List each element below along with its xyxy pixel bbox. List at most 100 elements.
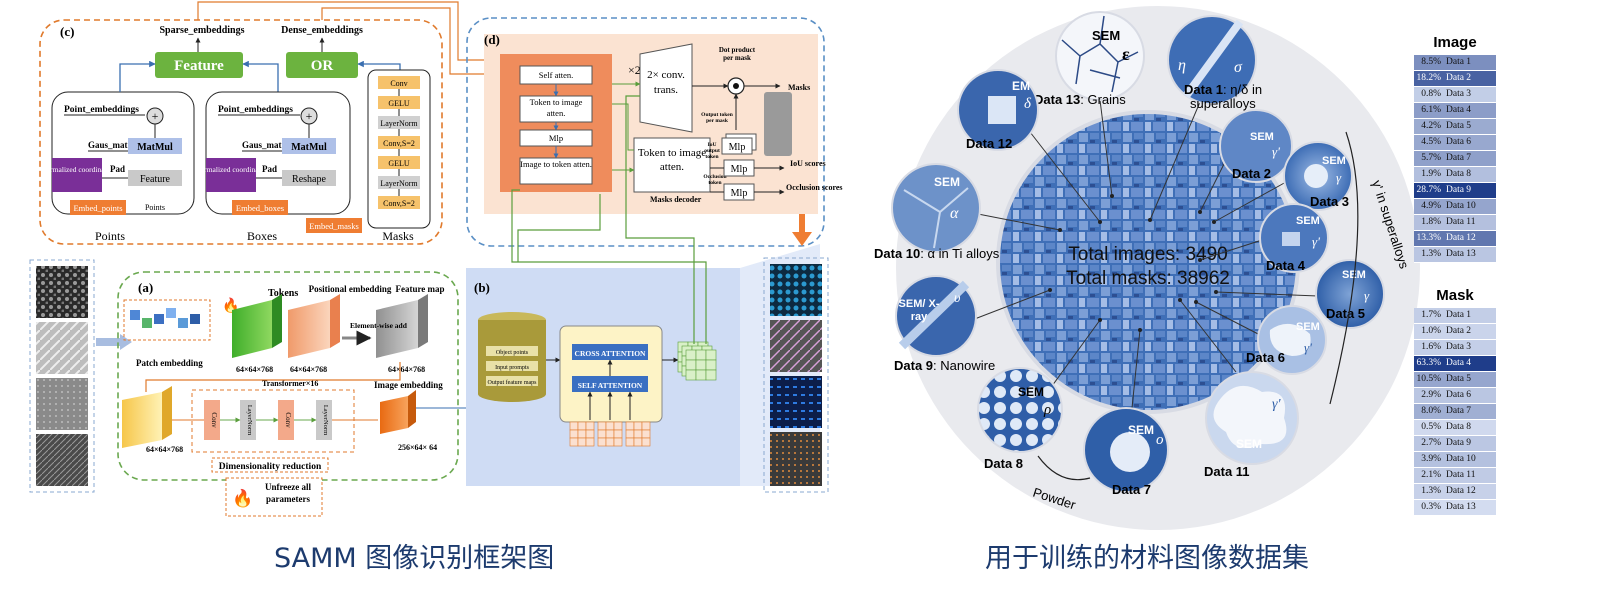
image-table-title: Image [1433,34,1477,51]
plus-symbol-2: + [306,109,313,123]
sparse-embeddings-label: Sparse_embeddings [159,25,244,36]
row-percent: 2.9% [1421,390,1441,400]
output-maps-label: Output feature maps [488,379,538,386]
image-table-row: 18.2%Data 2 [1414,71,1496,87]
points-small-label: Points [145,203,165,212]
embed-masks-box [306,218,362,233]
token-grid-0-cell [577,437,587,447]
image-table-row: 13.3%Data 12 [1414,231,1496,247]
row-label: Data 3 [1446,342,1472,352]
data11-sem-tag: SEM [1236,437,1262,451]
masks-output-label: Masks [788,83,810,92]
row-percent: 10.5% [1416,374,1441,384]
layernorm-block-2 [316,400,332,440]
gaus-mat-label-2: Gaus_mat [242,140,282,150]
data7-sem-tag: SEM [1128,423,1154,437]
row-label: Data 6 [1446,390,1472,400]
row-percent: 1.6% [1421,342,1441,352]
image-embedding-label: Image embedding [374,380,443,390]
image-table-row: 4.5%Data 6 [1414,135,1496,151]
data12-label: Data 12 [966,136,1012,151]
yellow-embedding-block [122,392,162,448]
input-image-4 [36,434,88,486]
image-table-row: 1.3%Data 13 [1414,247,1496,263]
data3-gamma-tag: γ [1336,170,1342,185]
output-image-strip [763,257,829,493]
token-grid-1-cell [597,421,607,431]
token-grid-2-cell [625,421,635,431]
positional-block [288,300,330,358]
mask-layer-4 [378,156,420,169]
mask-table-row: 3.9%Data 10 [1414,452,1496,468]
row-percent: 5.7% [1421,153,1441,163]
row-label: Data 11 [1446,470,1476,480]
data4-sem-tag: SEM [1296,215,1320,227]
connector-line [1179,299,1237,373]
data10-thumb [891,163,981,253]
image-table-row: 4.2%Data 5 [1414,119,1496,135]
data13-label: Data 13: Grains [1034,92,1126,107]
mask-table-row: 10.5%Data 5 [1414,372,1496,388]
feature-map-block [376,300,418,358]
token-grid-2-cell [641,429,651,439]
data9-label: Data 9: Nanowire [894,358,995,373]
or-box-label: OR [311,58,334,74]
mask-layer-label-1: GELU [388,99,410,108]
row-label: Data 8 [1446,169,1472,179]
embed-boxes-box [232,200,288,215]
token-grid-2-cell [633,437,643,447]
feature-small-label: Feature [140,174,171,185]
connector-line [1051,319,1101,387]
connector-lines [971,99,1319,409]
layernorm-label-1: LayerNorm [246,405,253,435]
row-percent: 4.2% [1421,121,1441,131]
output-feature-grid [677,341,717,381]
row-percent: 63.3% [1416,358,1441,368]
output-strip-border [763,257,829,493]
dimred-box [191,389,355,453]
reshape-label: Reshape [292,174,326,185]
mask-layer-3 [378,136,420,149]
token-grid-2-cell [625,429,635,439]
token-grid-1-cell [605,437,615,447]
output-token-label: Output token per mask [701,112,733,124]
row-percent: 1.3% [1421,486,1441,496]
token-grid-2-cell [641,437,651,447]
token-to-image-label: Token to image atten. [529,97,583,118]
connector-line [1029,131,1101,223]
output-grid-cell [695,349,707,361]
data9-semxray-tag: SEM/ X-ray [898,298,940,323]
data5-gamma-tag: γ [1364,288,1370,303]
mask-layer-label-0: Conv [390,79,407,88]
row-percent: 8.5% [1421,57,1441,67]
mlp-box-1 [721,137,753,155]
row-label: Data 9 [1446,185,1472,195]
token-grid-1-cell [597,437,607,447]
data1-eta-tag: η [1178,57,1186,74]
embed-masks-label: Embed_masks [309,221,359,231]
conv-trans-block [639,43,693,133]
feature-box [155,52,243,78]
layernorm-block-1 [240,400,256,440]
connector-line [977,213,1061,231]
matmul-label-1: MatMul [137,142,173,153]
row-percent: 0.5% [1421,422,1441,432]
pad-label-1: Pad [110,164,125,174]
token-grid-1-cell [605,429,615,439]
embed-boxes-label: Embed_boxes [236,203,284,213]
data5-thumb [1315,259,1385,329]
plus-symbol-1: + [152,109,159,123]
data1-label: Data 1: η/δ in [1184,82,1262,97]
data6-sem-tag: SEM [1296,321,1320,333]
patch-grid-box [123,299,211,341]
mask-table-row: 2.7%Data 9 [1414,436,1496,452]
normalized-coords-label-1: Normalized coordinates [41,165,113,174]
token-grid-1-cell [613,421,623,431]
embed-points-label: Embed_points [73,203,122,213]
mask-table-row: 1.7%Data 1 [1414,308,1496,324]
row-label: Data 7 [1446,153,1472,163]
total-masks-label: Total masks: 38962 [1066,268,1230,289]
data13-thumb [1055,11,1145,101]
connector-line [1199,239,1263,261]
